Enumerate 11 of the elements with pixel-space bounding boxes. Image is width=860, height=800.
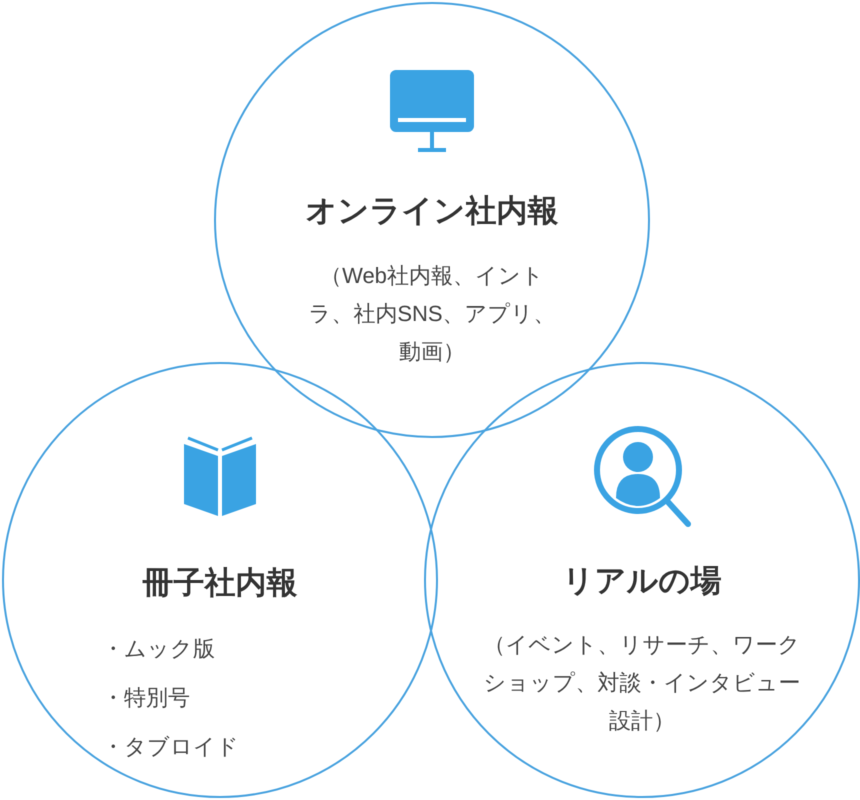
circle-description: （Web社内報、イントラ、社内SNS、アプリ、動画） [307,262,557,366]
topic-circle [424,362,860,798]
topic-circle [214,2,650,438]
list-item: ・ムック版 [102,635,216,663]
circle-title: リアルの場 [562,562,722,600]
topic-circle [2,362,438,798]
list-item: ・特別号 [102,684,191,712]
circle-title: オンライン社内報 [304,192,560,230]
circle-description: （イベント、リサーチ、ワークショップ、対談・インタビュー設計） [482,631,802,735]
circle-title: 冊子社内報 [142,564,298,602]
list-item: ・タブロイド [102,733,239,761]
